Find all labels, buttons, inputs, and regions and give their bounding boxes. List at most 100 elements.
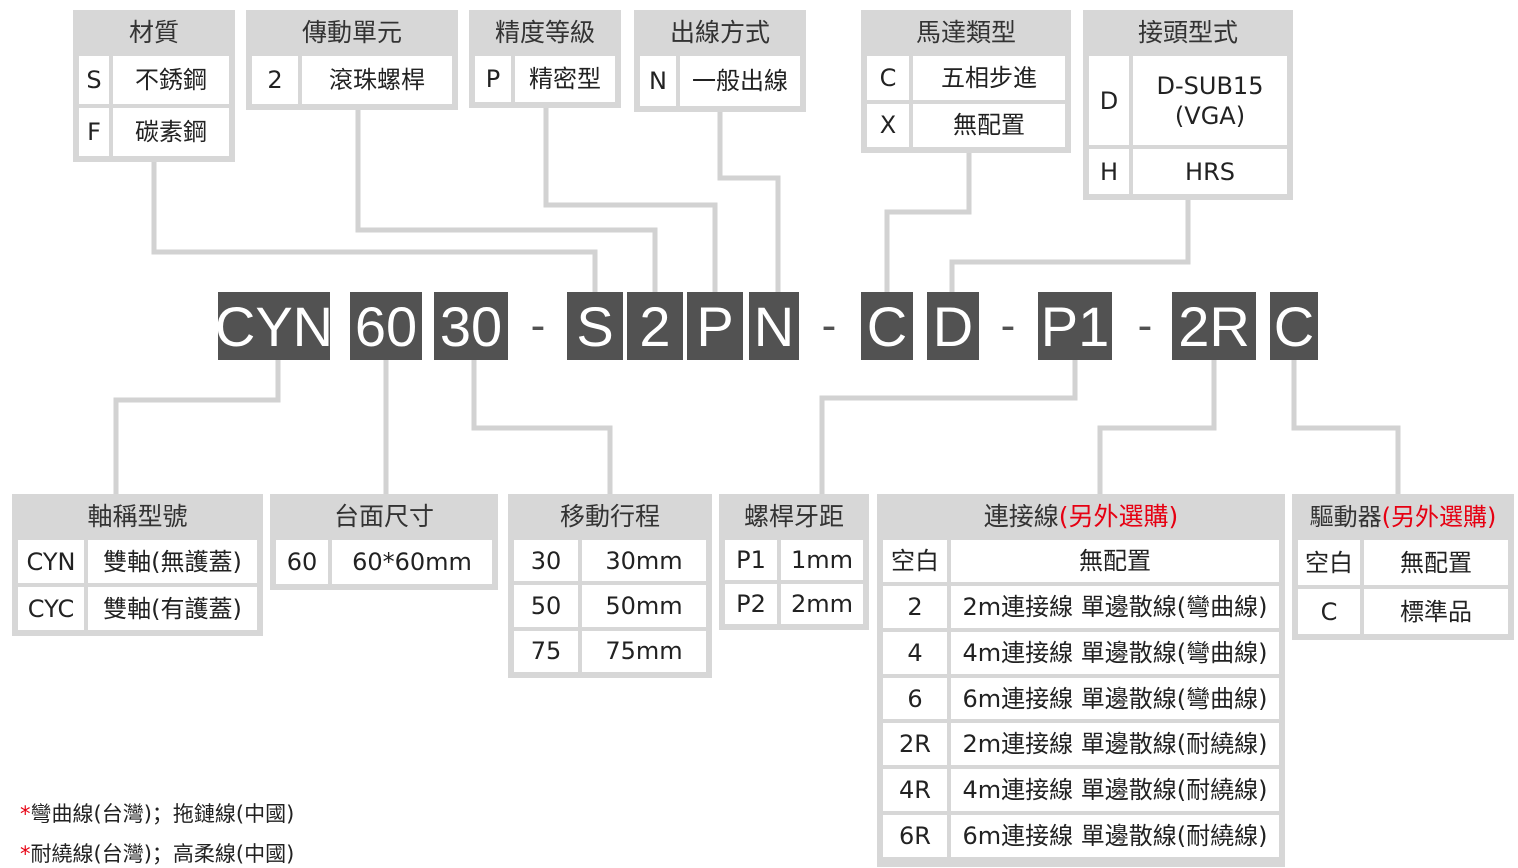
cable-code: 2R (883, 723, 947, 766)
axis-title: 軸稱型號 (87, 502, 188, 531)
table-size-code: 60 (276, 540, 328, 584)
material-code-s: S (79, 56, 109, 104)
stroke-desc-75: 75mm (582, 630, 706, 672)
code-dash: - (530, 301, 546, 350)
motor-title: 馬達類型 (915, 18, 1016, 47)
stroke-code-30: 30 (514, 540, 578, 582)
code-dash: - (1000, 301, 1016, 350)
cable-desc: 2m連接線 單邊散線(耐繞線) (951, 723, 1279, 766)
driver-desc-blank: 無配置 (1364, 540, 1508, 585)
note-text: 耐繞線(台灣)；高柔線(中國) (30, 842, 295, 866)
stroke-title: 移動行程 (559, 502, 660, 531)
connector-desc-h: HRS (1133, 149, 1287, 194)
code-dash: - (1137, 301, 1153, 350)
material-desc-f: 碳素鋼 (113, 108, 229, 156)
connector-code-h: H (1089, 149, 1129, 194)
connector-title: 接頭型式 (1137, 18, 1238, 47)
note-star: * (20, 802, 31, 826)
pitch-desc-p1: 1mm (781, 540, 863, 580)
code-seg-c2: C (1270, 292, 1318, 360)
driver-code-c: C (1298, 589, 1360, 634)
cable-desc: 2m連接線 單邊散線(彎曲線) (951, 585, 1279, 628)
cable-desc: 無配置 (951, 540, 1279, 582)
code-dash: - (821, 301, 837, 350)
cable-desc: 4m連接線 單邊散線(耐繞線) (951, 769, 1279, 812)
pitch-code-p2: P2 (725, 584, 777, 624)
cable-code: 空白 (883, 540, 947, 582)
cable-code: 4R (883, 769, 947, 812)
cable-desc: 4m連接線 單邊散線(彎曲線) (951, 631, 1279, 674)
drive-desc: 滾珠螺桿 (302, 56, 452, 104)
driver-title: 驅動器(另外選購) (1298, 494, 1508, 540)
precision-desc: 精密型 (515, 56, 615, 102)
cable-title-text: 連接線 (983, 502, 1059, 531)
axis-desc-cyn: 雙軸(無護蓋) (88, 540, 257, 583)
pitch-code-p1: P1 (725, 540, 777, 580)
pitch-title: 螺桿牙距 (743, 502, 844, 531)
stroke-code-75: 75 (514, 630, 578, 672)
code-seg-2r: 2R (1172, 292, 1256, 360)
axis-code-cyn: CYN (18, 540, 84, 583)
cable-code: 6R (883, 815, 947, 858)
material-code-f: F (79, 108, 109, 156)
code-seg-d: D (927, 292, 979, 360)
cable-title-optional: (另外選購) (1058, 502, 1179, 531)
motor-code-x: X (867, 103, 909, 147)
drive-code: 2 (252, 56, 298, 104)
drive-title: 傳動單元 (301, 18, 402, 47)
code-seg-s: S (567, 292, 623, 360)
stroke-code-50: 50 (514, 585, 578, 627)
code-seg-cyn: CYN (215, 292, 333, 360)
motor-desc-c: 五相步進 (913, 56, 1065, 100)
stroke-desc-30: 30mm (582, 540, 706, 582)
driver-desc-c: 標準品 (1364, 589, 1508, 634)
motor-desc-x: 無配置 (913, 103, 1065, 147)
note-flex-cable: *耐繞線(台灣)；高柔線(中國) (20, 838, 294, 868)
cable-desc: 6m連接線 單邊散線(耐繞線) (951, 815, 1279, 858)
table-size-title: 台面尺寸 (333, 502, 434, 531)
code-seg-2: 2 (627, 292, 683, 360)
code-seg-60: 60 (350, 292, 422, 360)
precision-code: P (475, 56, 511, 102)
precision-title: 精度等級 (494, 18, 595, 47)
wiring-code: N (640, 56, 676, 106)
material-title: 材質 (128, 18, 179, 47)
code-seg-n: N (749, 292, 799, 360)
code-seg-p: P (687, 292, 743, 360)
axis-desc-cyc: 雙軸(有護蓋) (88, 587, 257, 630)
stroke-desc-50: 50mm (582, 585, 706, 627)
driver-code-blank: 空白 (1298, 540, 1360, 585)
code-seg-30: 30 (434, 292, 508, 360)
cable-desc: 6m連接線 單邊散線(彎曲線) (951, 677, 1279, 720)
driver-title-text: 驅動器 (1309, 503, 1382, 531)
wiring-desc: 一般出線 (680, 56, 800, 106)
axis-code-cyc: CYC (18, 587, 84, 630)
pitch-desc-p2: 2mm (781, 584, 863, 624)
cable-code: 4 (883, 631, 947, 674)
connector-code-d: D (1089, 56, 1129, 146)
cable-code: 6 (883, 677, 947, 720)
cable-title: 連接線(另外選購) (883, 494, 1279, 540)
table-size-desc: 60*60mm (332, 540, 492, 584)
code-seg-p1: P1 (1038, 292, 1112, 360)
note-star: * (20, 842, 31, 866)
motor-code-c: C (867, 56, 909, 100)
wiring-title: 出線方式 (669, 18, 770, 47)
material-desc-s: 不銹鋼 (113, 56, 229, 104)
note-text: 彎曲線(台灣)；拖鏈線(中國) (30, 802, 295, 826)
driver-title-optional: (另外選購) (1381, 503, 1497, 531)
code-seg-c: C (861, 292, 913, 360)
